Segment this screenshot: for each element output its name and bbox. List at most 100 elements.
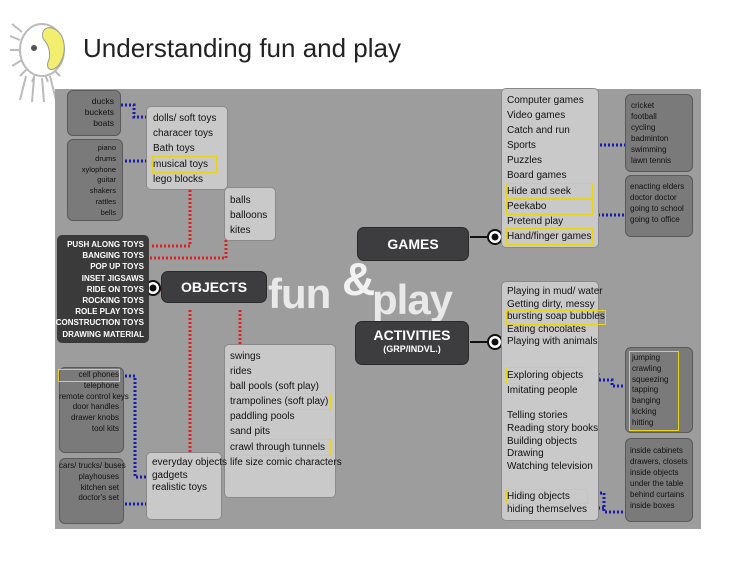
list-item: swimming	[631, 145, 667, 154]
list-item: PUSH ALONG TOYS	[67, 240, 144, 249]
activities-node[interactable]: ACTIVITIES (GRP/INDVL.)	[356, 322, 468, 364]
activities-sub-label: (GRP/INDVL.)	[383, 344, 441, 354]
list-item: ball pools (soft play)	[230, 381, 319, 393]
center-ampersand: &	[342, 253, 376, 305]
list-item: DRAWING MATERIAL	[62, 329, 144, 339]
hiding-list: inside cabinets drawers, closets inside ob…	[630, 445, 688, 511]
list-item: sand pits	[230, 426, 271, 438]
list-item: Computer games	[507, 95, 584, 106]
list-item: INSET JIGSAWS	[81, 273, 144, 283]
list-item: lawn tennis	[631, 156, 672, 165]
list-item: tool kits	[91, 423, 119, 433]
list-item: piano	[97, 143, 116, 152]
list-item: inside cabinets	[630, 446, 683, 455]
list-item: BANGING TOYS	[82, 251, 144, 261]
list-item: cars/ trucks/ buses	[59, 461, 126, 470]
list-item: POP UP TOYS	[90, 262, 144, 272]
list-item: drawers, closets	[630, 457, 688, 466]
list-item: swings	[230, 351, 261, 362]
list-item: boats	[93, 118, 114, 128]
list-item: Bath toys	[153, 143, 195, 155]
list-item: xylophone	[81, 164, 116, 174]
list-item: Sports	[507, 140, 536, 152]
list-item: Catch and run	[507, 125, 570, 137]
objects-node[interactable]: OBJECTS	[162, 272, 266, 302]
list-item: musical toys	[151, 155, 218, 173]
list-item: banging	[632, 396, 661, 406]
list-item: crawling	[632, 363, 662, 373]
list-item: cell phones	[58, 369, 120, 382]
list-item: Exploring objects	[505, 367, 585, 384]
list-item: under the table	[630, 479, 684, 488]
list-item: kites	[230, 225, 251, 237]
list-item: Getting dirty, messy	[507, 298, 595, 310]
sports-box: cricket football cycling badminton swimming l…	[625, 94, 693, 172]
list-item: telephone	[83, 380, 119, 390]
list-item: Board games	[507, 170, 567, 182]
list-item: Puzzles	[507, 155, 543, 167]
list-item: crawl through tunnels	[229, 438, 331, 456]
list-item: life size comic characters	[230, 456, 342, 468]
list-item: realistic toys	[152, 482, 208, 493]
list-item: balls	[230, 195, 251, 206]
list-item: drums	[95, 153, 116, 163]
list-item: tapping	[632, 385, 659, 395]
logo-icon	[9, 23, 65, 103]
list-item: hitting	[632, 417, 654, 427]
list-item: CONSTRUCTION TOYS	[55, 318, 144, 328]
list-item: cycling	[631, 123, 656, 132]
list-item: Peekabo	[506, 197, 593, 215]
list-item: badminton	[631, 134, 669, 143]
list-item: rattles	[95, 196, 116, 206]
list-item: buckets	[84, 107, 114, 117]
list-item: Drawing	[507, 448, 544, 460]
list-item: dolls/ soft toys	[153, 113, 217, 124]
list-item: Telling stories	[507, 410, 568, 421]
list-item: going to office	[630, 215, 680, 224]
list-item: inside objects	[630, 468, 679, 477]
list-item: Playing with animals	[507, 336, 598, 347]
center-fun: fun	[268, 270, 331, 317]
list-item: drawer knobs	[70, 413, 119, 423]
list-item: rides	[230, 366, 252, 378]
list-item: Reading story books	[507, 422, 599, 434]
list-item: Watching television	[507, 461, 593, 473]
list-item: lego blocks	[153, 173, 204, 185]
list-item: enacting elders	[630, 182, 685, 191]
list-item: cricket	[631, 101, 655, 110]
list-item: ROLE PLAY TOYS	[75, 307, 144, 317]
list-item: characer toys	[153, 128, 214, 140]
list-item: going to school	[630, 204, 684, 213]
list-item: gadgets	[152, 469, 188, 481]
games-node[interactable]: GAMES	[358, 228, 468, 260]
list-item: door handles	[72, 402, 119, 412]
list-item: Eating chocolates	[507, 323, 586, 335]
activities-label: ACTIVITIES	[373, 327, 451, 343]
list-item: ROCKING TOYS	[82, 296, 144, 306]
list-item: football	[631, 112, 657, 121]
list-item: inside boxes	[630, 501, 675, 510]
hiding-box: inside cabinets drawers, closets inside ob…	[625, 438, 693, 522]
list-item: hiding themselves	[507, 504, 588, 515]
